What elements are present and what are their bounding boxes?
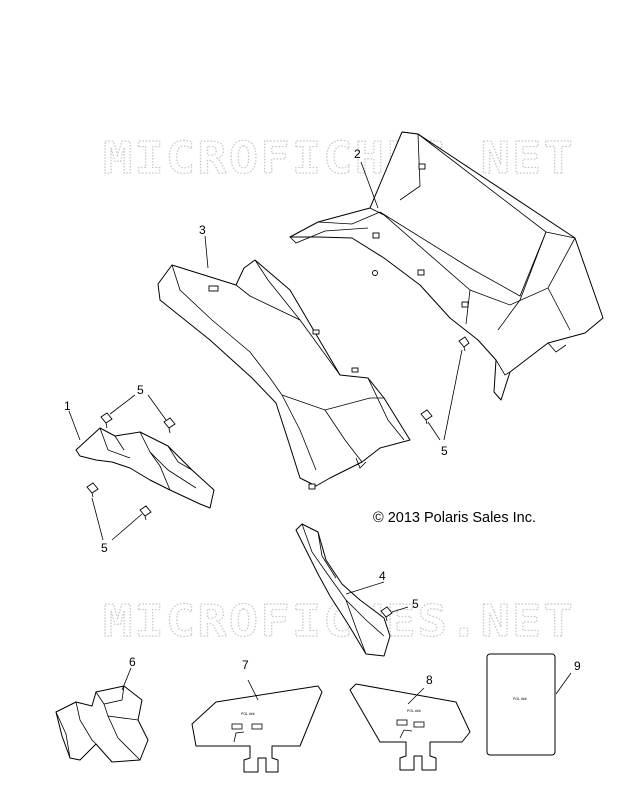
push-rivet [86, 482, 99, 498]
callout-9: 9 [574, 659, 581, 673]
part-lower-side-panel-4 [295, 523, 391, 657]
callout-5-bottom-left: 5 [101, 541, 108, 555]
callout-5-top-left: 5 [137, 383, 144, 397]
part-warning-label-9: POL ### [486, 653, 556, 756]
part-push-rivets-5 [86, 336, 470, 622]
callout-5-right: 5 [441, 444, 448, 458]
callout-4: 4 [379, 569, 386, 583]
push-rivet [100, 412, 113, 429]
decal-8-label: POL ### [407, 709, 421, 713]
copyright-notice: © 2013 Polaris Sales Inc. [373, 510, 536, 526]
watermark-top: MICROFICHES.NET [103, 133, 575, 184]
callout-6: 6 [129, 655, 136, 669]
callout-2: 2 [354, 147, 361, 161]
push-rivet [458, 336, 470, 352]
part-side-panel-3 [157, 259, 411, 490]
callout-1: 1 [64, 399, 71, 413]
label-9-text: POL ### [513, 697, 527, 701]
part-decal-8: POL ### [349, 683, 471, 771]
callout-8: 8 [426, 673, 433, 687]
part-decal-7: POL ### [191, 685, 323, 773]
push-rivet [380, 606, 393, 622]
push-rivet [420, 409, 433, 425]
part-heat-shield-6 [55, 685, 149, 763]
part-upper-side-panel-2 [289, 131, 604, 401]
leader-lines [68, 161, 572, 705]
callout-5-part-4: 5 [412, 597, 419, 611]
part-lower-side-panel-1 [75, 427, 215, 509]
callout-3: 3 [199, 223, 206, 237]
push-rivet [139, 505, 152, 521]
decal-7-label: POL ### [241, 712, 255, 716]
push-rivet [163, 417, 176, 434]
callout-7: 7 [242, 658, 249, 672]
